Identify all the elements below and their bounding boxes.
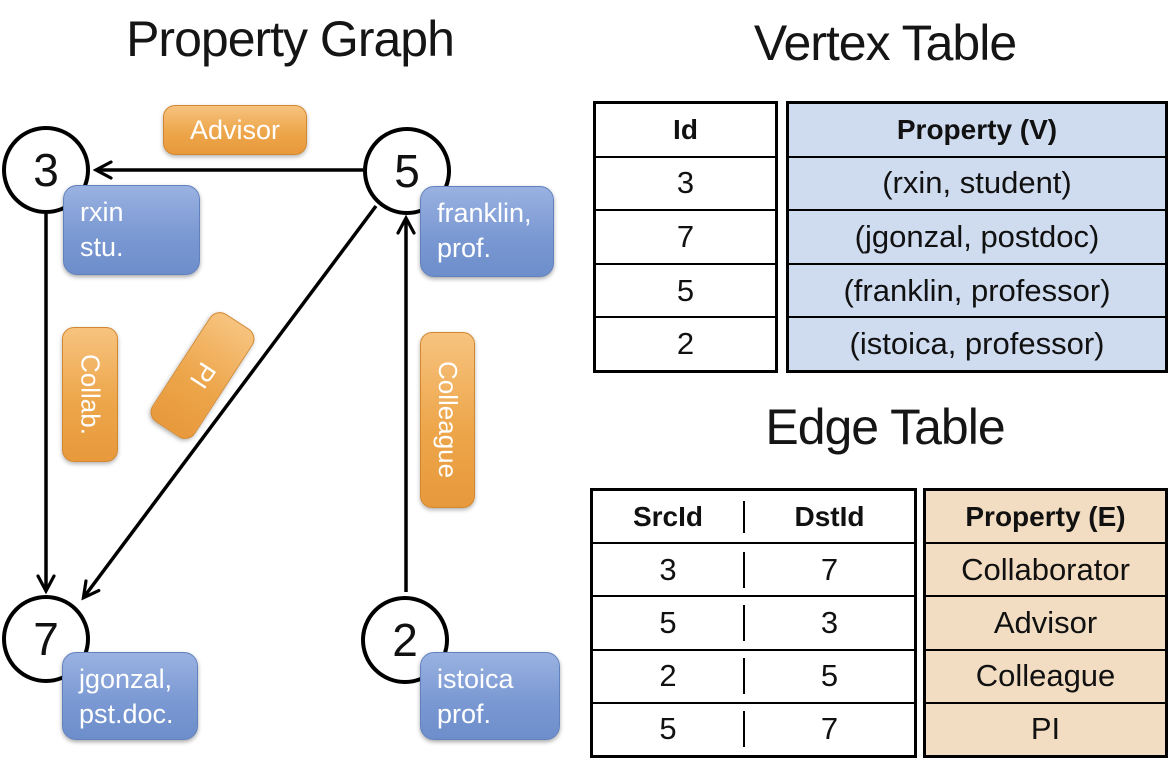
vertex-property-box-jgonzal: jgonzal, pst.doc. [62, 652, 198, 740]
vertex-table-title: Vertex Table [753, 15, 1017, 71]
vertex-property-line: prof. [437, 699, 492, 730]
edge-table-dst-cell: 7 [820, 711, 839, 747]
vertex-property-line: franklin, [437, 198, 532, 228]
edge-table-property-cell: Collaborator [926, 542, 1165, 595]
edge-table-property-column: Property (E) Collaborator Advisor Collea… [923, 488, 1168, 758]
edge-table-property-header: Property (E) [965, 500, 1126, 532]
edge-table-ids-columns: SrcId DstId 3 7 5 3 2 5 5 7 [590, 488, 917, 758]
edge-table-srcid-header: SrcId [593, 500, 745, 533]
edge-label-collab: Collab. [62, 327, 118, 462]
edge-table-row: 2 5 [593, 648, 914, 702]
edge-label-advisor: Advisor [163, 105, 307, 155]
vertex-table-id-cell: 2 [596, 316, 775, 370]
edge-table-dstid-header: DstId [794, 500, 865, 532]
vertex-table-property-cell: (rxin, student) [789, 155, 1165, 210]
edge-table-property-cell: Advisor [926, 595, 1165, 648]
edge-table-property-cell: PI [926, 701, 1165, 755]
vertex-property-line: rxin [80, 197, 124, 227]
vertex-property-line: prof. [437, 233, 492, 264]
vertex-table-property-cell: (jgonzal, postdoc) [789, 209, 1165, 263]
vertex-property-line: istoica [437, 664, 514, 694]
vertex-id-label: 5 [394, 145, 420, 197]
vertex-table-property-cell: (franklin, professor) [789, 262, 1165, 317]
edge-table-dst-cell: 5 [820, 658, 839, 694]
vertex-table-id-cell: 7 [596, 209, 775, 263]
vertex-table-id-column: Id 3 7 5 2 [593, 101, 778, 373]
vertex-property-box-istoica: istoica prof. [420, 652, 560, 740]
edge-table-src-cell: 3 [593, 551, 745, 588]
edge-table-row: 5 3 [593, 595, 914, 648]
vertex-id-label: 3 [33, 144, 59, 196]
vertex-property-line: pst.doc. [79, 699, 174, 730]
edge-table-property-cell: Colleague [926, 648, 1165, 702]
property-graph-title: Property Graph [126, 11, 455, 67]
edge-table-src-cell: 5 [593, 711, 745, 748]
vertex-table-id-header: Id [673, 113, 698, 145]
edge-table-title: Edge Table [765, 399, 1005, 455]
edge-label-colleague: Colleague [420, 332, 475, 508]
edge-table-dst-cell: 7 [820, 551, 839, 587]
edge-table-row: 3 7 [593, 542, 914, 595]
edge-table-row: 5 7 [593, 701, 914, 755]
vertex-table-property-header: Property (V) [896, 113, 1058, 145]
vertex-property-box-rxin: rxin stu. [63, 185, 200, 275]
vertex-table-id-cell: 5 [596, 262, 775, 317]
vertex-circle-3: 3 [2, 126, 90, 214]
vertex-property-box-franklin: franklin, prof. [420, 186, 554, 277]
edge-table-dst-cell: 3 [820, 605, 839, 640]
edge-table-src-cell: 2 [593, 658, 745, 695]
vertex-table-id-cell: 3 [596, 155, 775, 210]
vertex-table-property-cell: (istoica, professor) [789, 316, 1165, 370]
edge-table-header-row: SrcId DstId [593, 491, 914, 542]
edge-table-src-cell: 5 [593, 605, 745, 641]
vertex-id-label: 7 [33, 613, 59, 665]
vertex-id-label: 2 [392, 614, 418, 666]
vertex-property-line: jgonzal, [79, 664, 173, 694]
edge-pi-5-to-7 [84, 204, 378, 597]
vertex-table-property-column: Property (V) (rxin, student) (jgonzal, p… [786, 101, 1168, 373]
vertex-property-line: stu. [80, 232, 124, 263]
